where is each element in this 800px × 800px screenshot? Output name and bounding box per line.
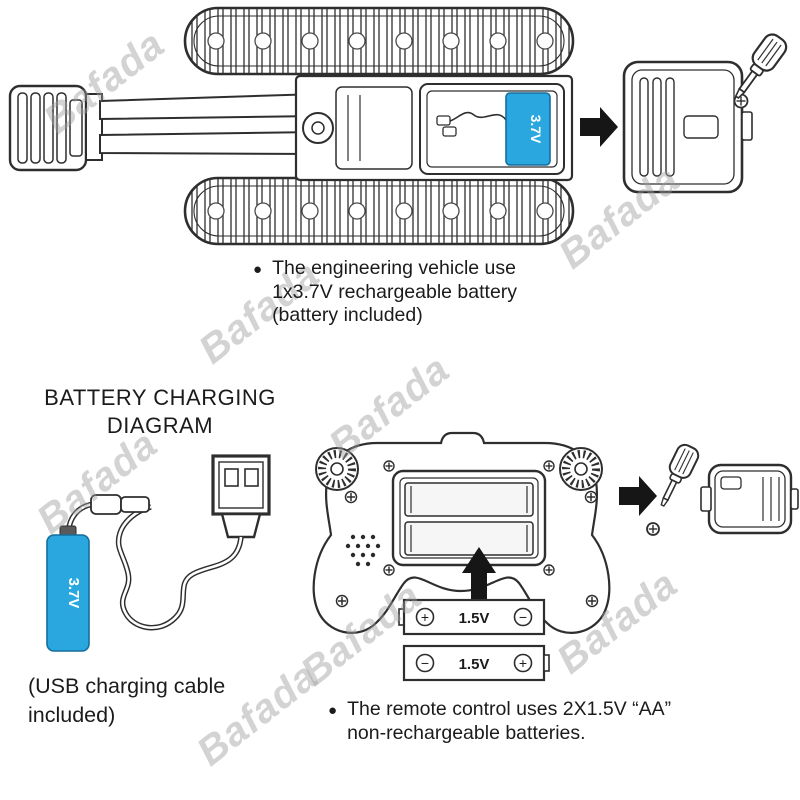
- remote-battery-cover-illustration: [619, 443, 799, 536]
- aa-battery-1: + − 1.5V: [398, 598, 546, 636]
- vehicle-battery-note: ● The engineering vehicle use 1x3.7V rec…: [253, 257, 563, 328]
- battery1-label: 1.5V: [459, 610, 490, 627]
- charging-diagram-heading: BATTERY CHARGING DIAGRAM: [10, 384, 310, 440]
- body-screws: [335, 490, 599, 608]
- usb-charging-illustration: 3.7V: [46, 454, 271, 652]
- vehicle-note-line1: The engineering vehicle use: [272, 257, 516, 279]
- battery1-negative-terminal: −: [519, 609, 527, 625]
- arrow-right-icon: [580, 107, 618, 147]
- right-control-wheel-icon: [559, 447, 603, 491]
- charging-battery-label: 3.7V: [65, 578, 82, 609]
- usb-cable: [66, 501, 244, 631]
- battery-compartment: [391, 469, 547, 567]
- vehicle-battery: 3.7V: [505, 92, 551, 166]
- usb-plug-icon: [211, 454, 271, 539]
- compartment-screws: [383, 460, 555, 576]
- bullet-icon: ●: [253, 261, 263, 278]
- charging-battery: 3.7V: [46, 525, 90, 652]
- remote-note-line1: The remote control uses 2X1.5V “AA”: [347, 698, 672, 720]
- vehicle-note-line3: (battery included): [272, 304, 423, 326]
- excavator-arm-icon: [85, 92, 319, 161]
- left-control-wheel-icon: [315, 447, 359, 491]
- screwdriver-icon: [734, 33, 788, 100]
- vehicle-battery-cover-illustration: [622, 33, 788, 194]
- arrow-up-icon: [462, 547, 496, 605]
- usb-cable-note: (USB charging cable included): [28, 672, 225, 730]
- vehicle-battery-cover: [622, 60, 753, 194]
- battery1-positive-terminal: +: [421, 609, 429, 625]
- bullet-icon: ●: [328, 702, 338, 719]
- vehicle-note-line2: 1x3.7V rechargeable battery: [272, 280, 518, 303]
- vehicle-battery-label: 3.7V: [528, 115, 544, 144]
- screw-icon: [646, 522, 660, 536]
- remote-control-illustration: [312, 431, 611, 634]
- heading-line1: BATTERY CHARGING: [44, 385, 276, 410]
- speaker-holes-icon: [345, 534, 381, 567]
- remote-battery-note: ● The remote control uses 2X1.5V “AA” no…: [328, 698, 758, 745]
- vehicle-illustration: 3.7V: [8, 6, 618, 246]
- aa-batteries-illustration: + − 1.5V − + 1.5V: [398, 598, 550, 682]
- heading-line2: DIAGRAM: [106, 413, 214, 438]
- track-bottom-icon: [183, 176, 575, 246]
- arrow-right-icon: [619, 476, 657, 516]
- cable-connector-icon: [90, 494, 150, 515]
- aa-battery-2: − + 1.5V: [402, 644, 550, 682]
- battery2-positive-terminal: +: [519, 655, 527, 671]
- usb-note-line2: included): [28, 703, 116, 727]
- remote-note-line2: non-rechargeable batteries.: [347, 721, 586, 744]
- remote-battery-cover: [700, 463, 799, 535]
- battery2-negative-terminal: −: [421, 655, 429, 671]
- screwdriver-icon: [660, 443, 700, 507]
- battery2-label: 1.5V: [459, 656, 490, 673]
- excavator-grabber-icon: [8, 84, 88, 172]
- track-top-icon: [183, 6, 575, 76]
- usb-note-line1: (USB charging cable: [28, 674, 226, 698]
